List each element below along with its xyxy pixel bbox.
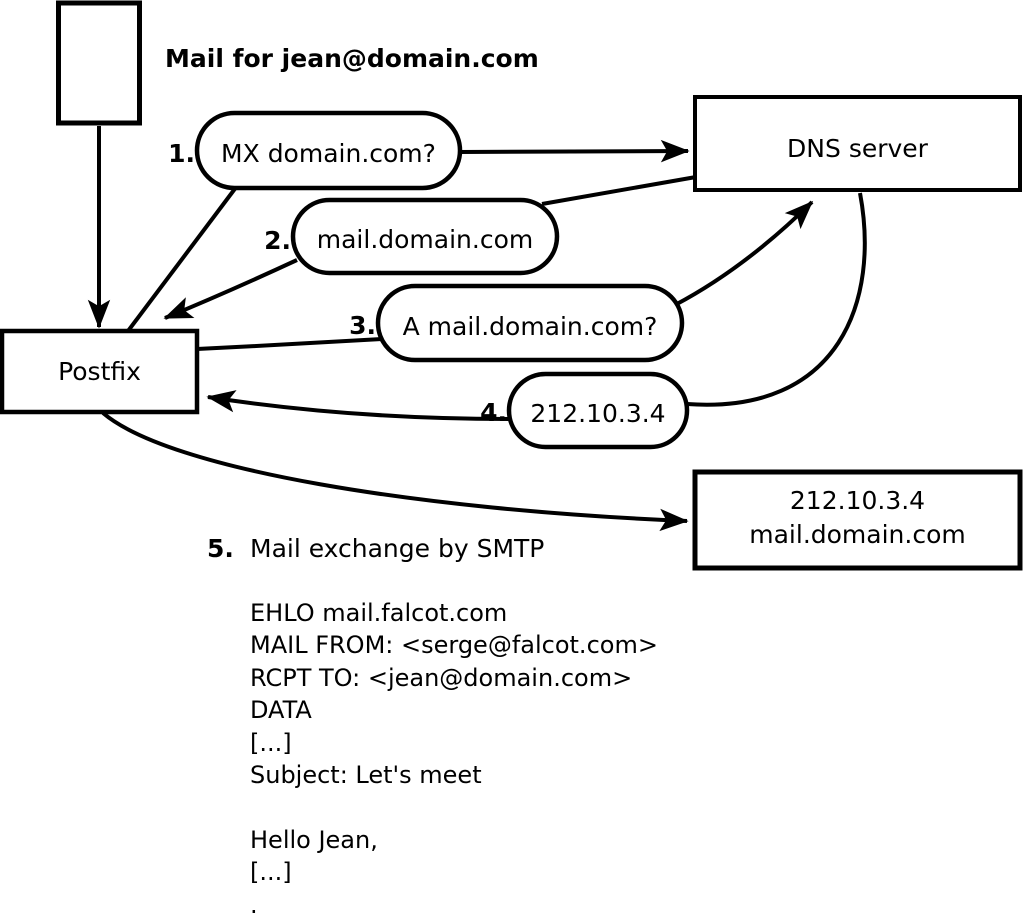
bubble-query-mx-label: MX domain.com?	[221, 139, 436, 168]
arrow-answer2-to-postfix	[163, 258, 298, 320]
bubble-answer-a	[506, 371, 690, 450]
mail-server-label: 212.10.3.4 mail.domain.com	[695, 484, 1020, 552]
smtp-line: Subject: Let's meet	[250, 760, 482, 789]
smtp-line: Hello Jean,	[250, 825, 378, 854]
mail-server-hostname: mail.domain.com	[749, 520, 966, 549]
step-1-number: 1.	[168, 139, 195, 168]
mail-server-box	[692, 469, 1023, 571]
step-3-number: 3.	[349, 311, 376, 340]
diagram-title: Mail for jean@domain.com	[165, 44, 539, 73]
step-5-number: 5.	[207, 534, 234, 563]
mail-envelope-shape	[56, 0, 142, 126]
smtp-line: EHLO mail.falcot.com	[250, 599, 508, 627]
step-4-number: 4.	[480, 398, 507, 427]
arrow-answer4-to-postfix	[206, 390, 511, 421]
line-dns-to-answer2	[541, 175, 697, 206]
smtp-line: RCPT TO: <jean@domain.com>	[250, 663, 633, 692]
smtp-line: .	[250, 890, 258, 919]
arrow-query1-to-dns	[458, 139, 690, 163]
postfix-box	[0, 328, 200, 415]
bubble-query-a	[375, 283, 685, 363]
smtp-line: [...]	[250, 858, 292, 887]
postfix-label: Postfix	[58, 357, 141, 386]
smtp-line	[250, 791, 658, 823]
smtp-transcript: EHLO mail.falcot.com MAIL FROM: <serge@f…	[250, 597, 658, 919]
line-postfix-to-query1	[126, 184, 239, 333]
line-dns-to-answer4	[686, 192, 867, 407]
smtp-line: MAIL FROM: <serge@falcot.com>	[250, 631, 658, 660]
smtp-line: [...]	[250, 728, 292, 757]
dns-server-label: DNS server	[787, 134, 928, 163]
step-5-label: Mail exchange by SMTP	[250, 534, 545, 563]
dns-server-box	[693, 95, 1022, 192]
step-2-number: 2.	[264, 226, 291, 255]
arrow-postfix-to-mailserver	[101, 411, 689, 532]
line-postfix-to-query3	[196, 337, 384, 351]
bubble-answer-mx	[290, 197, 560, 276]
arrow-query3-to-dns	[674, 200, 814, 307]
bubble-query-a-label: A mail.domain.com?	[402, 311, 658, 341]
bubble-answer-mx-label: mail.domain.com	[316, 225, 534, 254]
bubble-answer-a-label: 212.10.3.4	[530, 399, 666, 428]
smtp-line: DATA	[250, 696, 312, 725]
mail-server-ip: 212.10.3.4	[789, 486, 926, 515]
bubble-query-mx	[194, 110, 463, 191]
